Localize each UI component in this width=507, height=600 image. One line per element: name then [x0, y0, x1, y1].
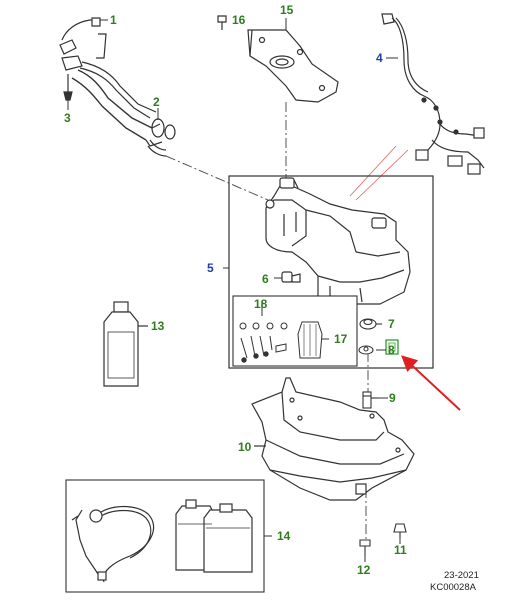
fluid-containers [175, 499, 253, 573]
filler-pipe-assembly [59, 17, 176, 157]
callout-1: 1 [110, 13, 117, 27]
reservoir-assembly-frame [228, 175, 434, 369]
callout-14: 14 [277, 529, 291, 543]
support-tray [251, 377, 415, 501]
service-hose [71, 505, 154, 583]
fastener-nut [393, 523, 407, 538]
callout-7: 7 [388, 317, 395, 331]
callout-13: 13 [151, 319, 165, 333]
seal-kit-parts [239, 321, 329, 363]
fastener-bolt [359, 539, 371, 556]
mounting-stud [362, 391, 378, 409]
grommet [358, 318, 382, 355]
callout-10: 10 [238, 440, 252, 454]
callout-3: 3 [64, 111, 71, 125]
callout-4: 4 [376, 51, 383, 65]
leader-lines [67, 18, 401, 562]
seal-kit-frame [232, 295, 358, 367]
callout-15: 15 [280, 3, 294, 17]
fluid-reservoir-tank [265, 177, 411, 305]
highlight-arrow [401, 355, 461, 411]
callout-9: 9 [389, 391, 396, 405]
callout-2: 2 [153, 95, 160, 109]
hose-fitting [281, 271, 301, 283]
assembly-centerline [165, 102, 369, 540]
callout-17: 17 [334, 332, 348, 346]
wiring-harness [381, 13, 485, 175]
reference-redlines [349, 145, 409, 201]
callout-11: 11 [394, 543, 407, 557]
callout-8: 8 [388, 343, 395, 357]
diagram-date: 23-2021 [444, 570, 479, 581]
callout-16: 16 [232, 13, 246, 27]
callout-6: 6 [262, 272, 269, 286]
callout-12: 12 [357, 563, 371, 577]
mounting-bracket [217, 15, 339, 103]
fluid-bottle [103, 301, 148, 387]
diagram-code: KC00028A [430, 582, 477, 593]
callout-5: 5 [207, 261, 214, 275]
callout-18: 18 [254, 297, 268, 311]
